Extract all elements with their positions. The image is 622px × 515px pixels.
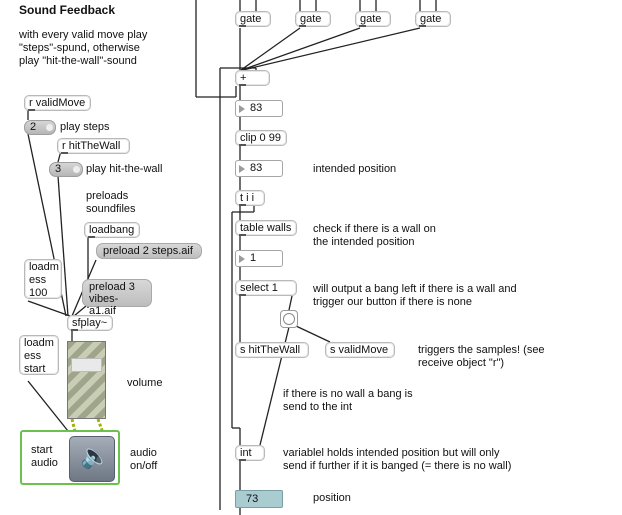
no-wall-comment-line1: if there is no wall a bang is bbox=[283, 388, 413, 400]
audio-onoff-line2: on/off bbox=[130, 460, 158, 472]
gate-4-object[interactable]: gate bbox=[415, 11, 451, 27]
bang-button[interactable] bbox=[280, 310, 298, 328]
plus-label: + bbox=[240, 72, 247, 84]
intended-position-comment: intended position bbox=[313, 163, 397, 175]
send-validmove-object[interactable]: s validMove bbox=[325, 342, 395, 358]
description-line1: with every valid move play bbox=[19, 29, 148, 41]
play-steps-number[interactable]: 2 bbox=[24, 120, 56, 135]
section-title: Sound Feedback bbox=[19, 3, 116, 17]
bang-circle-icon bbox=[283, 313, 295, 325]
gate-1-object[interactable]: gate bbox=[235, 11, 271, 27]
volume-slider-knob[interactable] bbox=[71, 358, 102, 372]
description-line3: play "hit-the-wall"-sound bbox=[19, 55, 137, 67]
receive-hitthewall-label: r hitTheWall bbox=[62, 140, 121, 152]
loadmess-100-line2: ess bbox=[29, 274, 47, 286]
number-value-table-output: 1 bbox=[250, 252, 257, 264]
table-walls-object[interactable]: table walls bbox=[235, 220, 297, 236]
int-object[interactable]: int bbox=[235, 445, 265, 461]
select-label: select 1 bbox=[240, 282, 278, 294]
start-audio-line1: start bbox=[31, 444, 53, 456]
preload2-message[interactable]: preload 2 steps.aif bbox=[96, 243, 202, 259]
loadbang-object[interactable]: loadbang bbox=[84, 222, 140, 238]
int-label: int bbox=[240, 447, 252, 459]
will-output-comment-line2: trigger our button if there is none bbox=[313, 296, 472, 308]
play-steps-comment: play steps bbox=[60, 121, 110, 133]
position-comment: position bbox=[313, 492, 351, 504]
position-number-box[interactable]: 73 bbox=[235, 490, 283, 508]
clip-object[interactable]: clip 0 99 bbox=[235, 130, 287, 146]
gate-4-label: gate bbox=[420, 13, 442, 25]
sfplay-object[interactable]: sfplay~ bbox=[67, 315, 113, 331]
receive-validmove-label: r validMove bbox=[29, 97, 86, 109]
loadbang-label: loadbang bbox=[89, 224, 135, 236]
speaker-icon[interactable]: 🔈 bbox=[69, 436, 115, 482]
description-line2: "steps"-spund, otherwise bbox=[19, 42, 140, 54]
check-wall-comment-line2: the intended position bbox=[313, 236, 415, 248]
loadmess-start-line1: loadm bbox=[24, 337, 54, 349]
gate-2-label: gate bbox=[300, 13, 322, 25]
audio-onoff-line1: audio bbox=[130, 447, 157, 459]
audio-panel: start audio 🔈 bbox=[20, 430, 120, 485]
preload3-line2: vibes-a1.aif bbox=[89, 293, 119, 317]
sfplay-label: sfplay~ bbox=[72, 317, 108, 329]
preload2-label: preload 2 steps.aif bbox=[103, 245, 193, 257]
volume-slider[interactable] bbox=[67, 341, 106, 419]
play-hit-value: 3 bbox=[55, 163, 62, 175]
select-object[interactable]: select 1 bbox=[235, 280, 297, 296]
start-audio-line2: audio bbox=[31, 457, 58, 469]
play-steps-value: 2 bbox=[30, 121, 37, 133]
preloads-comment-line1: preloads bbox=[86, 190, 129, 202]
variable-comment-line2: send if further if it is banged (= there… bbox=[283, 460, 512, 472]
triggers-comment-line1: triggers the samples! (see bbox=[418, 344, 545, 356]
receive-validmove-object[interactable]: r validMove bbox=[24, 95, 91, 111]
loadmess-start-line3: start bbox=[24, 363, 46, 375]
play-hit-comment: play hit-the-wall bbox=[86, 163, 163, 175]
gate-1-label: gate bbox=[240, 13, 262, 25]
gate-3-label: gate bbox=[360, 13, 382, 25]
preloads-comment-line2: soundfiles bbox=[86, 203, 136, 215]
send-hitthewall-label: s hitTheWall bbox=[240, 344, 301, 356]
number-box-table-output[interactable]: 1 bbox=[235, 250, 283, 267]
number-value-83-intended: 83 bbox=[250, 162, 263, 174]
clip-label: clip 0 99 bbox=[240, 132, 281, 144]
check-wall-comment-line1: check if there is a wall on bbox=[313, 223, 436, 235]
trigger-tii-label: t i i bbox=[240, 192, 255, 204]
no-wall-comment-line2: send to the int bbox=[283, 401, 353, 413]
loadmess-100-line3: 100 bbox=[29, 287, 48, 299]
play-hit-number[interactable]: 3 bbox=[49, 162, 83, 177]
send-hitthewall-object[interactable]: s hitTheWall bbox=[235, 342, 309, 358]
position-value: 73 bbox=[246, 493, 259, 505]
loadmess-100-line1: loadm bbox=[29, 261, 59, 273]
triggers-comment-line2: receive object "r") bbox=[418, 357, 505, 369]
volume-comment: volume bbox=[127, 377, 163, 389]
preload3-line1: preload 3 bbox=[89, 281, 135, 293]
number-box-83-intended[interactable]: 83 bbox=[235, 160, 283, 177]
number-value-83-top: 83 bbox=[250, 102, 263, 114]
loadmess-start-line2: ess bbox=[24, 350, 42, 362]
loadmess-start-object[interactable]: loadm ess start bbox=[19, 335, 59, 375]
preload3-message[interactable]: preload 3 vibes-a1.aif bbox=[82, 279, 152, 317]
send-validmove-label: s validMove bbox=[330, 344, 389, 356]
loadmess-100-object[interactable]: loadm ess 100 bbox=[24, 259, 62, 299]
gate-2-object[interactable]: gate bbox=[295, 11, 331, 27]
speaker-glyph: 🔈 bbox=[80, 443, 110, 470]
receive-hitthewall-object[interactable]: r hitTheWall bbox=[57, 138, 130, 154]
will-output-comment-line1: will output a bang left if there is a wa… bbox=[313, 283, 517, 295]
number-box-83-top[interactable]: 83 bbox=[235, 100, 283, 117]
table-walls-label: table walls bbox=[240, 222, 292, 234]
plus-object[interactable]: + bbox=[235, 70, 270, 86]
variable-comment-line1: variablel holds intended position but wi… bbox=[283, 447, 500, 459]
trigger-tii-object[interactable]: t i i bbox=[235, 190, 265, 206]
gate-3-object[interactable]: gate bbox=[355, 11, 391, 27]
